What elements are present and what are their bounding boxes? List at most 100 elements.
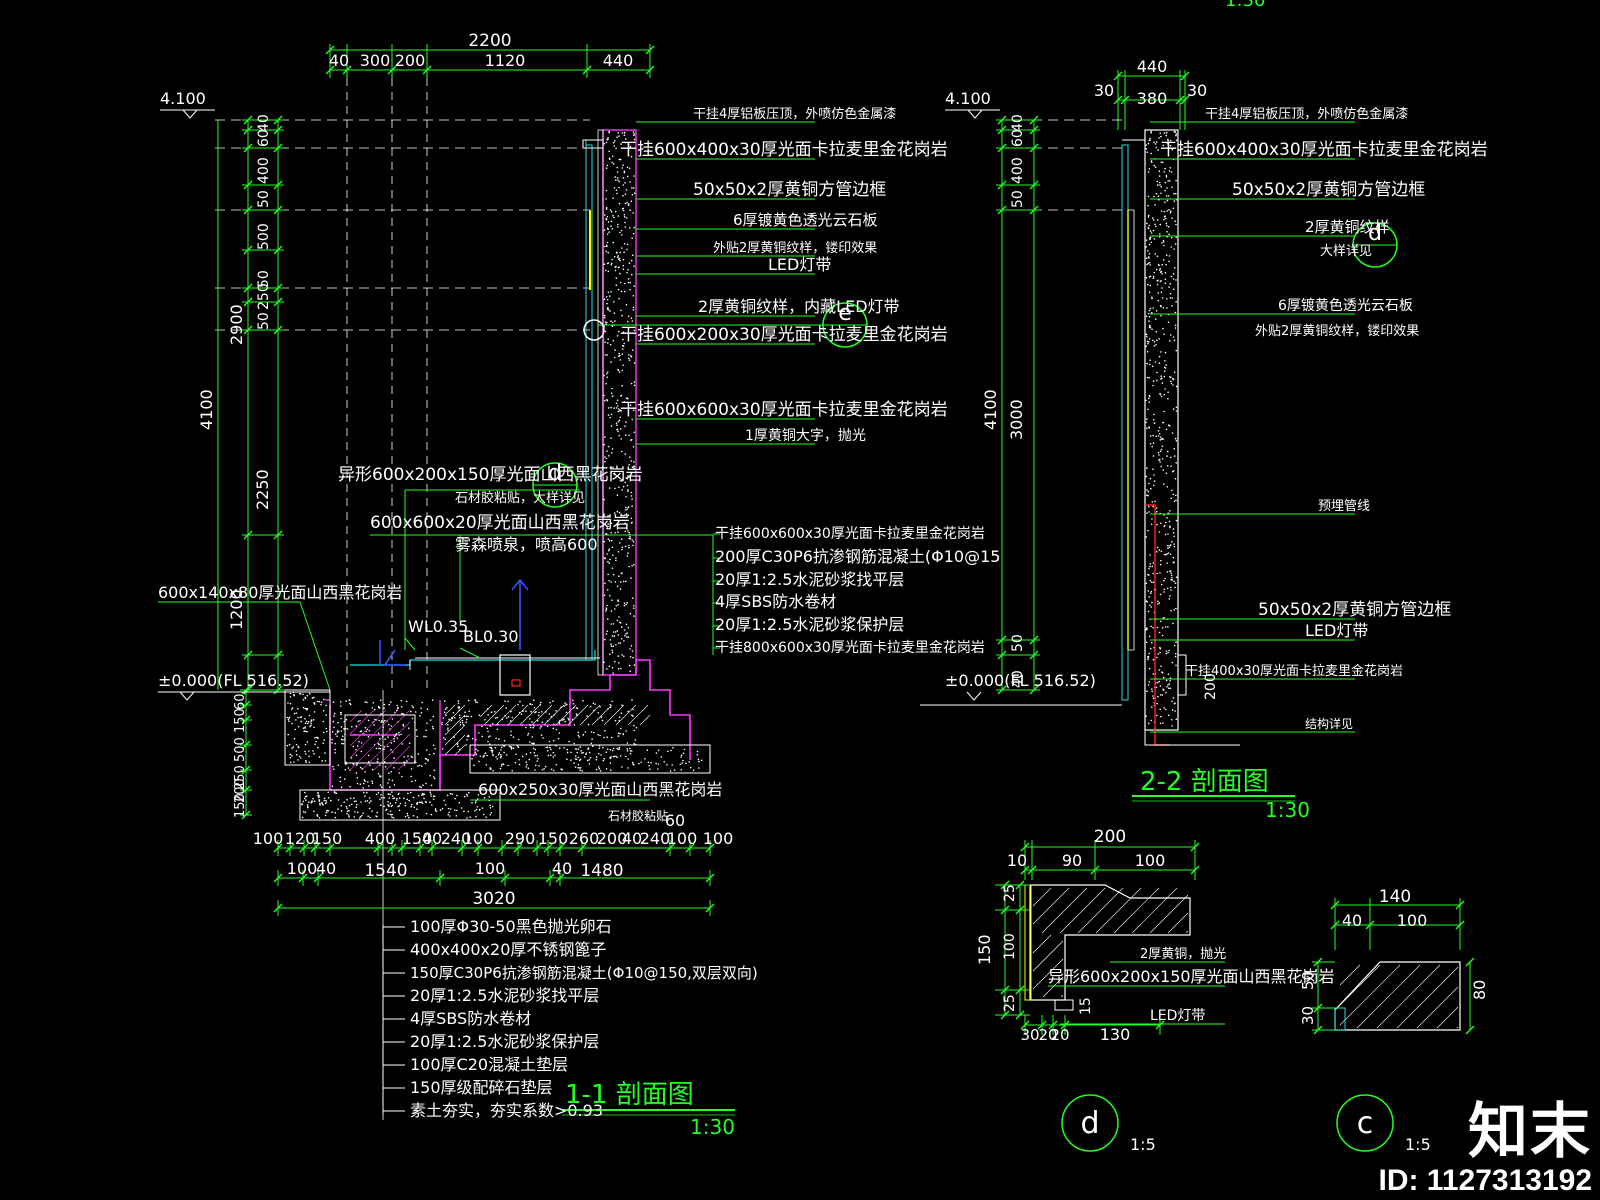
- aggregate-dot: [610, 361, 612, 363]
- aggregate-dot: [340, 804, 343, 807]
- aggregate-dot: [604, 400, 606, 402]
- aggregate-dot: [1174, 243, 1177, 245]
- aggregate-dot: [476, 798, 479, 800]
- aggregate-dot: [426, 722, 428, 725]
- aggregate-dot: [618, 716, 621, 718]
- aggregate-dot: [587, 723, 590, 726]
- aggregate-dot: [310, 719, 313, 721]
- drawing-linework: [158, 44, 1475, 1152]
- aggregate-dot: [1161, 694, 1164, 696]
- aggregate-dot: [621, 514, 624, 517]
- aggregate-dot: [380, 794, 382, 796]
- aggregate-dot: [468, 710, 471, 712]
- label: 石材胶粘贴，大样详见: [455, 490, 585, 506]
- aggregate-dot: [692, 769, 695, 772]
- aggregate-dot: [332, 720, 335, 723]
- label: 2厚黄铜纹样: [1305, 218, 1390, 236]
- line: [1060, 1020, 1070, 1030]
- aggregate-dot: [313, 711, 316, 713]
- aggregate-dot: [318, 817, 321, 819]
- aggregate-dot: [610, 769, 612, 771]
- aggregate-dot: [607, 306, 609, 309]
- aggregate-dot: [398, 797, 401, 799]
- aggregate-dot: [420, 712, 423, 714]
- aggregate-dot: [631, 498, 633, 500]
- aggregate-dot: [1151, 328, 1153, 331]
- aggregate-dot: [1152, 468, 1154, 471]
- aggregate-dot: [367, 719, 370, 722]
- aggregate-dot: [1158, 170, 1161, 172]
- aggregate-dot: [379, 747, 382, 750]
- aggregate-dot: [474, 810, 476, 812]
- outline: [344, 714, 416, 764]
- aggregate-dot: [1160, 291, 1163, 294]
- aggregate-dot: [1164, 525, 1166, 527]
- aggregate-dot: [632, 309, 635, 311]
- aggregate-dot: [368, 807, 371, 810]
- aggregate-dot: [334, 791, 336, 793]
- aggregate-dot: [1164, 278, 1167, 281]
- line: [285, 843, 295, 853]
- line: [243, 283, 253, 293]
- aggregate-dot: [1173, 545, 1176, 548]
- aggregate-dot: [489, 807, 492, 809]
- hatch-line: [1167, 912, 1189, 934]
- aggregate-dot: [1174, 655, 1177, 658]
- aggregate-dot: [519, 700, 521, 703]
- aggregate-dot: [1173, 371, 1176, 374]
- aggregate-dot: [1159, 722, 1162, 725]
- line: [325, 65, 335, 75]
- label: 50: [1010, 634, 1026, 652]
- aggregate-dot: [629, 750, 632, 752]
- outline: [511, 578, 529, 591]
- aggregate-dot: [355, 806, 358, 808]
- aggregate-dot: [289, 757, 292, 759]
- aggregate-dot: [604, 460, 606, 463]
- aggregate-dot: [301, 816, 304, 819]
- aggregate-dot: [537, 757, 539, 760]
- aggregate-dot: [1149, 565, 1151, 568]
- aggregate-dot: [497, 723, 499, 726]
- hatch-line: [1376, 964, 1441, 1029]
- aggregate-dot: [587, 748, 589, 750]
- outline: [1144, 129, 1179, 731]
- aggregate-dot: [531, 742, 533, 744]
- aggregate-dot: [1163, 707, 1165, 709]
- aggregate-dot: [615, 605, 618, 607]
- aggregate-dot: [1175, 718, 1178, 720]
- aggregate-dot: [577, 748, 580, 750]
- aggregate-dot: [416, 808, 418, 810]
- aggregate-dot: [622, 364, 624, 367]
- aggregate-dot: [607, 560, 609, 563]
- aggregate-dot: [696, 750, 699, 753]
- aggregate-dot: [581, 770, 583, 772]
- aggregate-dot: [353, 816, 356, 818]
- aggregate-dot: [628, 262, 631, 265]
- aggregate-dot: [1151, 518, 1153, 520]
- aggregate-dot: [1160, 395, 1163, 398]
- aggregate-dot: [303, 797, 306, 800]
- line: [497, 843, 507, 853]
- aggregate-dot: [434, 808, 437, 810]
- aggregate-dot: [1159, 271, 1162, 274]
- aggregate-dot: [1164, 351, 1167, 354]
- aggregate-dot: [631, 750, 633, 752]
- aggregate-dot: [627, 514, 630, 517]
- aggregate-dot: [614, 210, 617, 213]
- aggregate-dot: [1170, 718, 1173, 721]
- aggregate-dot: [612, 214, 614, 217]
- aggregate-dot: [1151, 706, 1153, 708]
- aggregate-dot: [607, 338, 609, 341]
- aggregate-dot: [1167, 626, 1169, 628]
- aggregate-dot: [608, 562, 611, 564]
- aggregate-dot: [622, 264, 625, 267]
- hatch-line: [555, 704, 577, 726]
- aggregate-dot: [363, 779, 366, 781]
- aggregate-dot: [621, 704, 623, 706]
- aggregate-dot: [293, 712, 296, 715]
- aggregate-dot: [377, 732, 380, 734]
- label: ±0.000(FL 516.52): [158, 671, 309, 690]
- aggregate-dot: [510, 734, 512, 736]
- aggregate-dot: [1148, 338, 1151, 340]
- line: [1029, 205, 1039, 215]
